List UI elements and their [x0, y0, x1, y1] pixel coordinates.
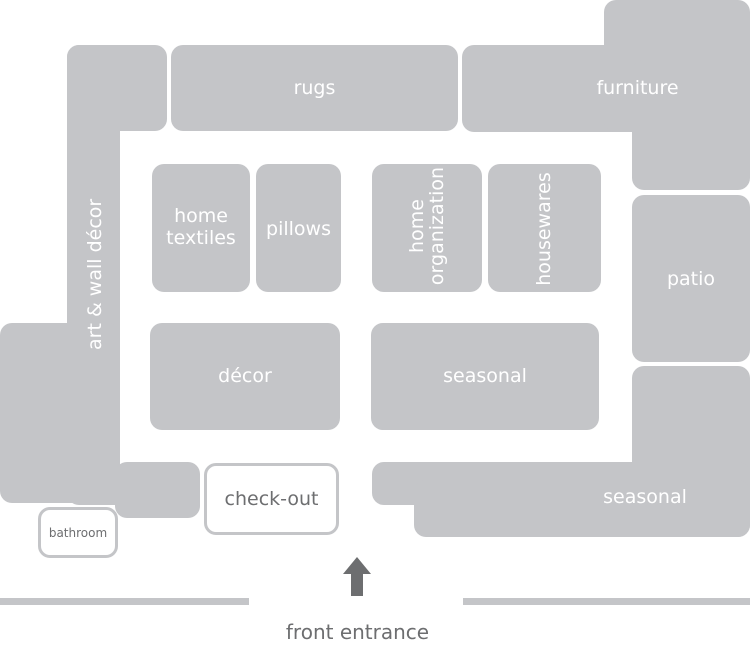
home-textiles-label-2: textiles — [166, 227, 236, 249]
patio-label: patio — [666, 268, 716, 290]
front-wall-left — [0, 598, 249, 605]
seasonal-front-label: seasonal — [603, 486, 687, 508]
rugs-section[interactable] — [171, 45, 458, 131]
front-wall-right — [463, 598, 750, 605]
decor-section[interactable] — [150, 323, 340, 430]
art-wall-decor-label: art & wall décor — [84, 198, 106, 350]
checkout-area[interactable]: check-out — [204, 463, 339, 535]
entrance-arrow-icon — [343, 557, 371, 596]
housewares-label: housewares — [533, 172, 555, 286]
furniture-label: furniture — [596, 77, 679, 99]
pillows-section[interactable] — [256, 164, 341, 292]
front-entrance-label: front entrance — [285, 620, 430, 644]
home-org-label-1: home — [406, 199, 428, 253]
home-textiles-label-1: home — [174, 205, 228, 227]
seasonal-center-label: seasonal — [443, 365, 527, 387]
decor-label: décor — [218, 365, 272, 387]
bathroom-label: bathroom — [48, 525, 108, 540]
seasonal-center-section[interactable] — [371, 323, 599, 430]
rugs-label: rugs — [293, 77, 336, 99]
checkout-label: check-out — [224, 488, 319, 510]
bathroom-area[interactable]: bathroom — [38, 507, 118, 558]
home-organization-section[interactable] — [372, 164, 482, 292]
home-org-label-2: organization — [426, 166, 448, 286]
home-textiles-section[interactable] — [152, 164, 250, 292]
housewares-section[interactable] — [488, 164, 601, 292]
patio-section[interactable] — [632, 195, 750, 362]
pillows-label: pillows — [266, 218, 331, 240]
